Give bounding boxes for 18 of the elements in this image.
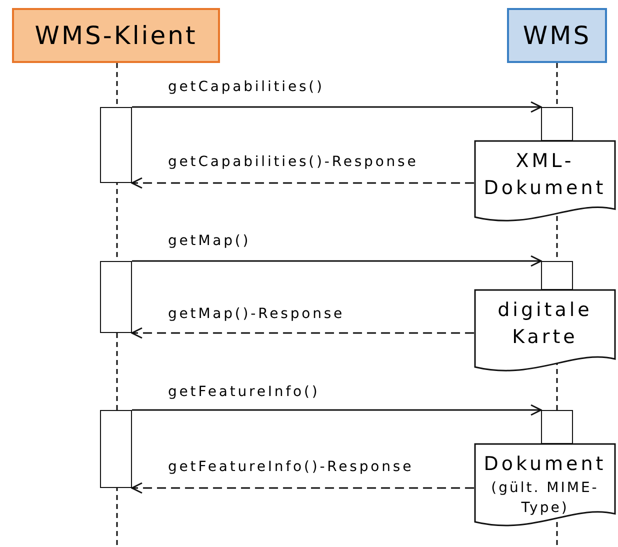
activation-bar (100, 410, 132, 488)
message-arrow (131, 177, 474, 189)
message-arrow (132, 101, 542, 113)
message-arrow (132, 404, 542, 416)
activation-bar (100, 107, 132, 183)
document-label: Dokument (484, 452, 606, 477)
participant-box: WMS (507, 8, 607, 63)
message-arrow (131, 327, 474, 339)
activation-bar (100, 261, 132, 333)
activation-bar (541, 261, 573, 290)
message-arrow (131, 482, 474, 494)
activation-bar (541, 410, 573, 444)
message-arrow (132, 255, 542, 267)
document-label: XML-Dokument (482, 149, 608, 201)
document-note: (gült. MIME-Type) (490, 479, 600, 518)
participant-box: WMS-Klient (12, 8, 220, 63)
document-label: digitale Karte (496, 298, 594, 350)
activation-bar (541, 107, 573, 141)
